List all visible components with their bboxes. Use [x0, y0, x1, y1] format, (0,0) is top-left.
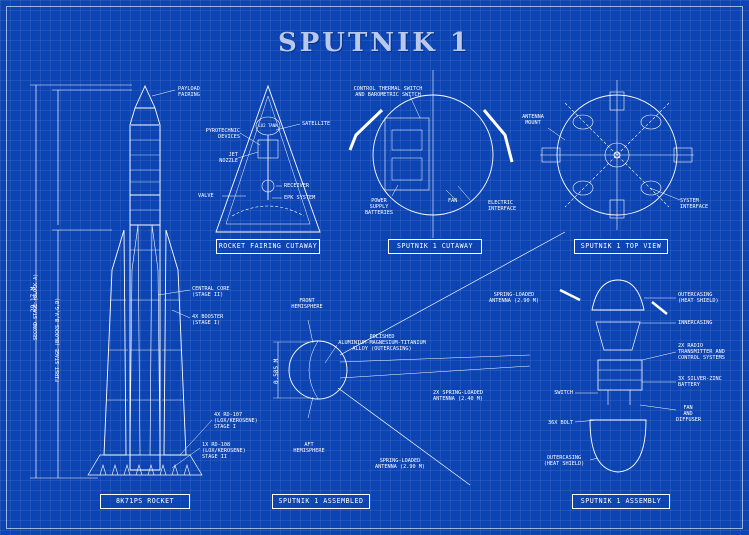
label-payload-fairing: PAYLOAD FAIRING	[178, 86, 200, 98]
label-inner-tag: LO2 TANK	[258, 123, 278, 128]
label-battery: 3x SILVER-ZINC BATTERY	[678, 376, 722, 388]
label-pyrotechnic: PYROTECHNIC DEVICES	[205, 128, 240, 140]
label-power-supply: POWER SUPPLY BATTERIES	[364, 198, 394, 216]
panel-label-cutaway: SPUTNIK 1 CUTAWAY	[388, 239, 482, 254]
sphere-diameter-label: 0.585 M	[273, 358, 280, 384]
label-antenna-mount: ANTENNA MOUNT	[522, 114, 544, 126]
panel-label-assembled: SPUTNIK 1 ASSEMBLED	[272, 494, 370, 509]
panel-label-fairing: ROCKET FAIRING CUTAWAY	[216, 239, 320, 254]
label-epk-system: EPK SYSTEM	[284, 195, 316, 201]
label-antenna-mid: 2x SPRING-LOADED ANTENNA (2.40 M)	[433, 390, 483, 402]
label-satellite: SATELLITE	[302, 121, 331, 127]
label-switch: SWITCH	[554, 390, 573, 396]
label-rd108: 1x RD-108 (LOX/KEROSENE) STAGE II	[202, 442, 246, 460]
first-stage-label: FIRST STAGE (BLOCKS B,V,G,D)	[55, 297, 61, 382]
label-electric-interface: ELECTRIC INTERFACE	[488, 200, 517, 212]
label-bolt: 36x BOLT	[548, 420, 573, 426]
label-receiver: RECEIVER	[284, 183, 309, 189]
label-antenna-top: SPRING-LOADED ANTENNA (2.90 M)	[489, 292, 539, 304]
label-jet-nozzle: JET NOZZLE	[219, 152, 238, 164]
fairing-drawing	[215, 84, 321, 233]
label-outercasing-top: OUTERCASING (HEAT SHIELD)	[678, 292, 719, 304]
sheet-frame	[6, 6, 743, 529]
assembly-drawing	[559, 279, 677, 473]
label-outercasing-bottom: OUTERCASING (HEAT SHIELD)	[543, 455, 585, 467]
label-fan: FAN	[448, 198, 458, 204]
rocket-drawing	[30, 84, 213, 479]
label-booster: 4x BOOSTER (STAGE I)	[192, 314, 224, 326]
second-stage-label: SECOND STAGE (BLOCK A)	[33, 273, 39, 340]
cutaway-drawing	[348, 70, 514, 238]
assembled-drawing	[273, 231, 566, 486]
top-view-drawing	[540, 80, 694, 230]
panel-label-top-view: SPUTNIK 1 TOP VIEW	[574, 239, 668, 254]
label-innercasing: INNERCASING	[678, 320, 713, 326]
label-front-hemisphere: FRONT HEMISPHERE	[291, 298, 323, 310]
label-antenna-bottom: SPRING-LOADED ANTENNA (2.90 M)	[375, 458, 425, 470]
label-radio: 2x RADIO TRANSMITTER AND CONTROL SYSTEMS	[678, 343, 725, 361]
label-valve: VALVE	[198, 193, 214, 199]
label-thermal-switch: CONTROL THERMAL SWITCH AND BAROMETRIC SW…	[353, 86, 423, 98]
label-system-interface: SYSTEM INTERFACE	[680, 198, 709, 210]
label-fan-diffuser: FAN AND DIFFUSER	[676, 405, 701, 423]
label-rd107: 4x RD-107 (LOX/KEROSENE) STAGE I	[214, 412, 258, 430]
panel-label-assembly: SPUTNIK 1 ASSEMBLY	[572, 494, 670, 509]
panel-label-rocket: 8K71PS ROCKET	[100, 494, 190, 509]
label-aft-hemisphere: AFT HEMISPHERE	[293, 442, 325, 454]
label-central-core: CENTRAL CORE (STAGE II)	[192, 286, 230, 298]
page-title: SPUTNIK 1	[277, 28, 472, 58]
label-alloy: POLISHED ALUMINIUM-MAGNESIUM-TITANIUM AL…	[338, 334, 426, 352]
